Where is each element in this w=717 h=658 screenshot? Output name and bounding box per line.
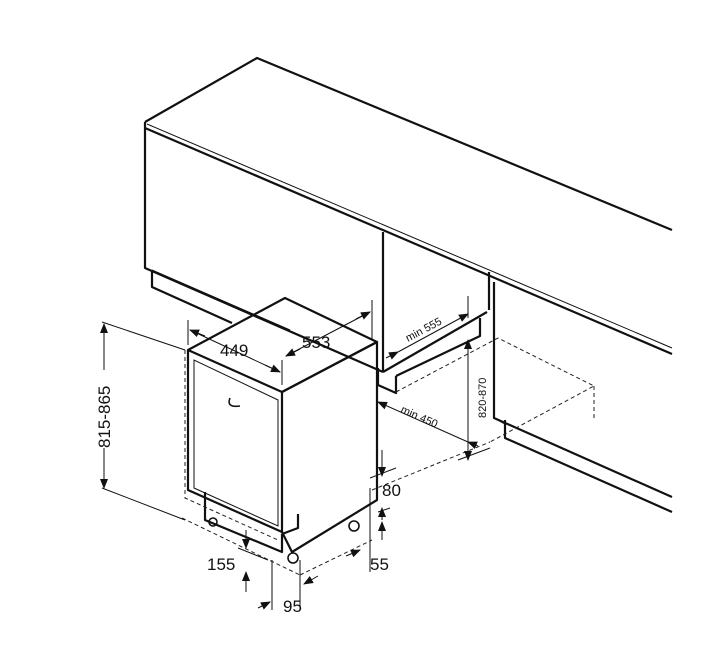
dim-opening-width bbox=[377, 401, 479, 450]
height-label: 815-865 bbox=[95, 386, 114, 448]
plinth-gap-label: 55 bbox=[370, 555, 389, 574]
dim-plinth-height bbox=[369, 450, 397, 520]
dim-opening-height bbox=[457, 339, 491, 461]
dim-front-offset bbox=[237, 530, 269, 592]
dim-depth bbox=[285, 300, 373, 357]
left-cabinet bbox=[143, 128, 384, 374]
dim-foot-offset bbox=[257, 560, 319, 610]
opening-height-label: 820-870 bbox=[477, 378, 489, 418]
right-cabinet bbox=[376, 232, 673, 514]
opening-width-label: min 450 bbox=[399, 404, 440, 431]
dim-plinth-gap bbox=[345, 488, 391, 572]
width-label: 449 bbox=[220, 341, 248, 360]
dim-width bbox=[187, 320, 283, 385]
depth-label: 553 bbox=[302, 333, 330, 352]
dim-cabinet-depth bbox=[385, 296, 469, 360]
dishwasher bbox=[186, 296, 379, 564]
dim-height bbox=[100, 321, 186, 521]
niche-outline bbox=[371, 337, 596, 491]
front-offset-label: 155 bbox=[207, 555, 235, 574]
worktop bbox=[143, 56, 673, 356]
plinth-height-label: 80 bbox=[382, 481, 401, 500]
base-outline bbox=[181, 350, 373, 576]
foot-offset-label: 95 bbox=[283, 597, 302, 616]
